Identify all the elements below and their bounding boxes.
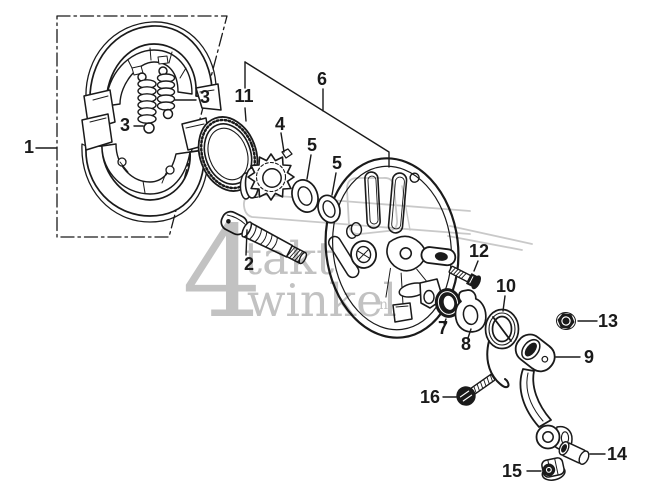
phantom-axle-ghost — [243, 177, 533, 251]
brake-shoe-lower — [81, 113, 211, 223]
arm-nut — [556, 311, 576, 331]
washer-lower — [317, 194, 341, 224]
callout-label-11: 11 — [234, 86, 253, 106]
brake-arm — [514, 333, 573, 451]
callout-label-15: 15 — [502, 461, 522, 481]
callout-leader-lines — [35, 61, 606, 472]
callout-label-5-upper: 5 — [307, 135, 317, 155]
watermark: 4 takt winkel nl — [182, 199, 397, 346]
callout-label-9: 9 — [584, 347, 594, 367]
pivot-bolt — [541, 457, 566, 481]
shoe-spring-right — [156, 66, 176, 120]
brake-shoe-upper — [83, 21, 222, 131]
callout-label-6: 6 — [317, 69, 327, 89]
callout-label-2: 2 — [244, 254, 254, 274]
callout-label-5-lower: 5 — [332, 153, 342, 173]
oil-seal — [434, 288, 462, 318]
pin-roller — [558, 441, 590, 465]
callout-label-16: 16 — [420, 387, 440, 407]
callout-label-14: 14 — [607, 444, 627, 464]
shoe-spring-left — [137, 72, 157, 134]
callout-label-1: 1 — [24, 137, 34, 157]
watermark-word2: winkel — [247, 274, 397, 327]
panel-bolt — [448, 265, 482, 290]
callout-label-7: 7 — [438, 318, 448, 338]
watermark-numeral: 4 — [182, 199, 262, 346]
callout-labels: 1 3 3 11 4 5 5 6 2 12 7 8 10 13 9 16 14 … — [24, 69, 627, 481]
callout-label-3-right: 3 — [200, 87, 210, 107]
washer-upper — [291, 179, 319, 213]
watermark-suffix: nl — [379, 297, 393, 313]
callout-label-8: 8 — [461, 334, 471, 354]
shoe-set-group-box — [56, 15, 228, 238]
wear-indicator-plate — [454, 289, 487, 333]
callout-label-12: 12 — [469, 241, 489, 261]
stopper-bolt — [456, 373, 496, 406]
callout-label-3-left: 3 — [120, 115, 130, 135]
dust-seal-ring — [197, 116, 259, 192]
cam-gear — [239, 148, 295, 201]
brake-cam-shaft — [220, 210, 308, 265]
return-spring — [484, 308, 520, 389]
callout-label-4: 4 — [275, 114, 285, 134]
callout-label-10: 10 — [496, 276, 516, 296]
watermark-word1: takt — [244, 232, 334, 285]
callout-label-13: 13 — [598, 311, 618, 331]
